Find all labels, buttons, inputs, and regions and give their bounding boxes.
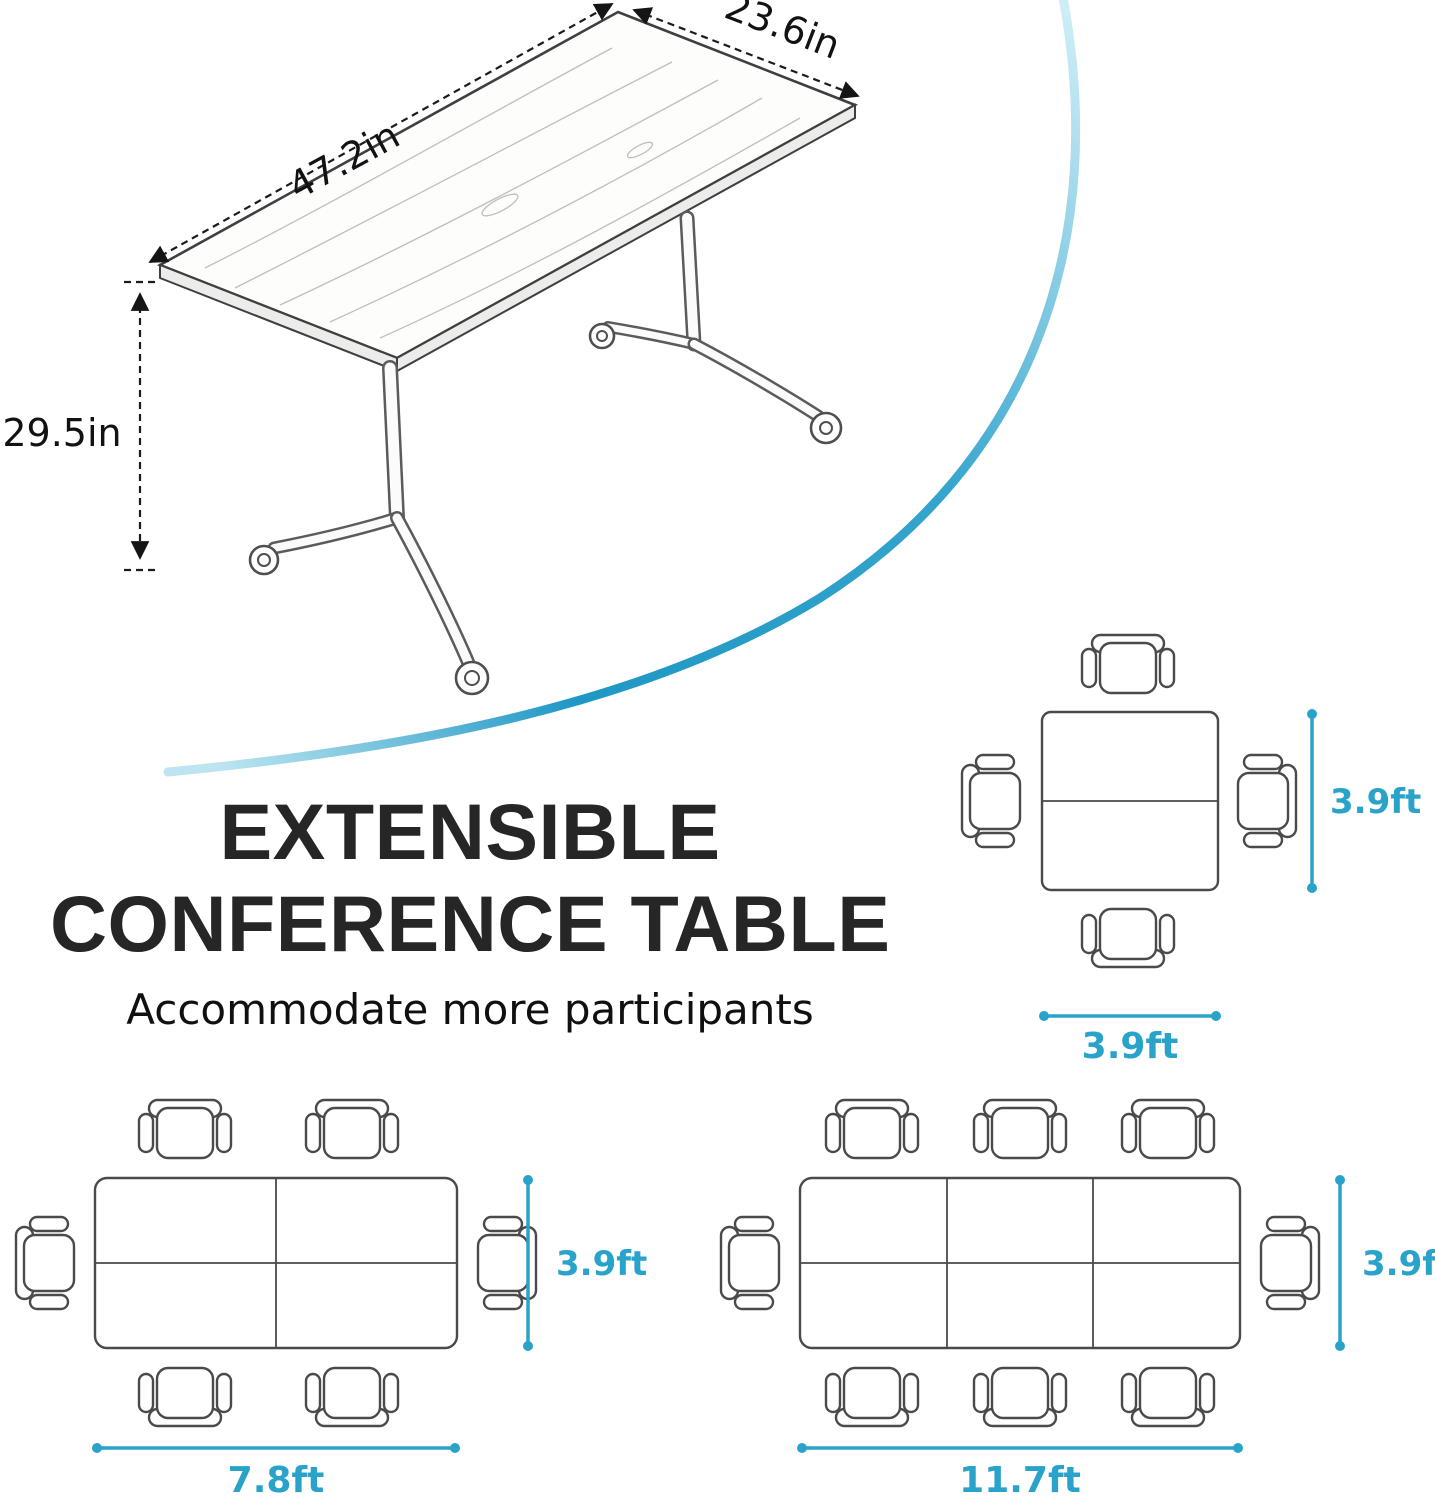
caster-icon: [809, 411, 843, 445]
chair-icon: [1080, 907, 1176, 969]
width-dim-label: 7.8ft: [228, 1460, 325, 1500]
chair-icon: [137, 1366, 233, 1428]
caster-icon: [588, 322, 616, 350]
chair-icon: [14, 1215, 76, 1311]
chair-icon: [719, 1215, 781, 1311]
subtitle: Accommodate more participants: [126, 985, 814, 1035]
dim-endpoint: [1233, 1443, 1243, 1453]
chair-icon: [137, 1098, 233, 1160]
table-leg-front: [248, 360, 490, 696]
height-dimension: 29.5in: [2, 280, 160, 572]
caster-icon: [248, 544, 280, 576]
table-leg-rear: [588, 210, 843, 445]
width-dim-label: 3.9ft: [1082, 1026, 1179, 1067]
chair-icon: [1080, 633, 1176, 695]
chair-icon: [824, 1098, 920, 1160]
swoosh-arc-decoration: [163, 0, 1081, 777]
title-line-1: EXTENSIBLE: [219, 787, 721, 876]
height-dimension-label: 29.5in: [2, 411, 121, 455]
height-dim-label: 3.9ft: [1330, 782, 1421, 822]
chair-icon: [824, 1366, 920, 1428]
caster-icon: [454, 660, 490, 696]
dim-endpoint: [450, 1443, 460, 1453]
chair-icon: [960, 753, 1022, 849]
dim-endpoint: [523, 1341, 533, 1351]
headline-block: EXTENSIBLE CONFERENCE TABLE Accommodate …: [50, 786, 890, 1034]
height-dim-label: 3.9ft: [556, 1244, 647, 1284]
dim-endpoint: [523, 1175, 533, 1185]
chair-icon: [1259, 1215, 1321, 1311]
chair-icon: [304, 1366, 400, 1428]
layout-8-seat: 3.9ft 11.7ft: [719, 1098, 1435, 1500]
dim-endpoint: [1307, 709, 1317, 719]
width-dim-label: 11.7ft: [959, 1460, 1081, 1500]
dim-endpoint: [1335, 1341, 1345, 1351]
layout-6-seat: 3.9ft 7.8ft: [14, 1098, 647, 1500]
chair-icon: [972, 1366, 1068, 1428]
chair-icon: [1120, 1366, 1216, 1428]
height-dim-label: 3.9ft: [1362, 1244, 1435, 1284]
chair-icon: [1236, 753, 1298, 849]
title-line-2: CONFERENCE TABLE: [50, 878, 891, 968]
dim-endpoint: [1307, 883, 1317, 893]
depth-dimension-label: 23.6in: [719, 0, 846, 68]
dim-endpoint: [92, 1443, 102, 1453]
dim-endpoint: [1039, 1011, 1049, 1021]
dim-endpoint: [797, 1443, 807, 1453]
chair-icon: [1120, 1098, 1216, 1160]
dim-endpoint: [1211, 1011, 1221, 1021]
chair-icon: [972, 1098, 1068, 1160]
layout-4-seat: 3.9ft 3.9ft: [960, 633, 1421, 1067]
table-3d-illustration: 47.2in 23.6in 29.5in: [2, 0, 860, 696]
chair-icon: [304, 1098, 400, 1160]
dim-endpoint: [1335, 1175, 1345, 1185]
